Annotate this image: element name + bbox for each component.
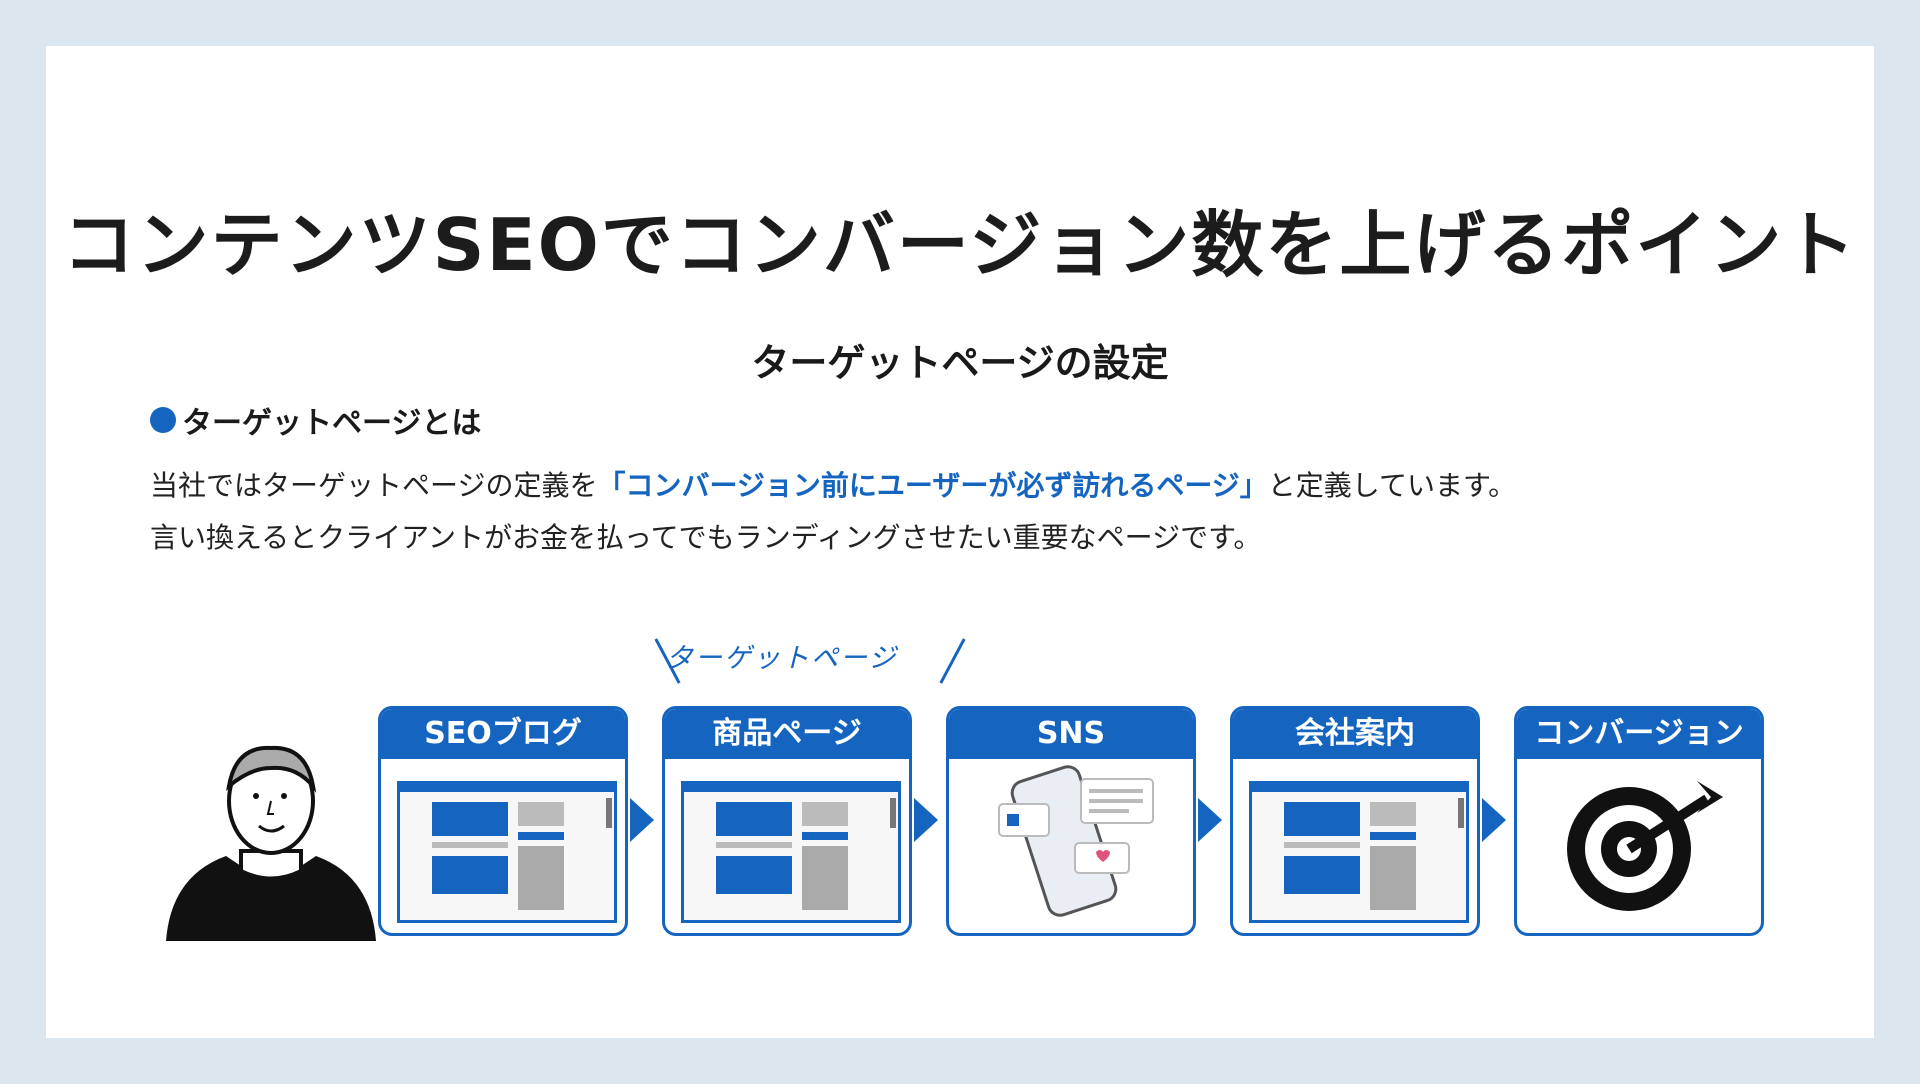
- step-label: SEOブログ: [381, 709, 625, 759]
- definition-line-start: 当社ではターゲットページの定義を: [150, 469, 598, 502]
- smartphone-sns-icon: [998, 765, 1154, 917]
- bullet-dot-icon: [150, 407, 176, 433]
- section-heading-text: ターゲットページとは: [182, 406, 482, 441]
- slide-card: コンテンツSEOでコンバージョン数を上げるポイント ターゲットページの設定 ター…: [46, 46, 1874, 1038]
- explanation-line: 言い換えるとクライアントがお金を払ってでもランディングさせたい重要なページです。: [150, 521, 1262, 554]
- target-arrow-icon: [1567, 781, 1723, 911]
- step-seo-blog: SEOブログ: [378, 706, 628, 936]
- step-label: コンバージョン: [1517, 709, 1761, 759]
- page-title: コンテンツSEOでコンバージョン数を上げるポイント: [62, 203, 1858, 287]
- step-conversion: コンバージョン: [1514, 706, 1764, 936]
- step-label: 会社案内: [1233, 709, 1477, 759]
- step-company-info: 会社案内: [1230, 706, 1480, 936]
- flow-arrow-icon: [1482, 798, 1506, 842]
- flow-arrow-icon: [1198, 798, 1222, 842]
- user-person-icon: [166, 745, 376, 941]
- target-page-label: ターゲットページ: [666, 643, 898, 674]
- browser-icon: [397, 781, 617, 923]
- definition-line: 当社ではターゲットページの定義を「コンバージョン前にユーザーが必ず訪れるページ」…: [150, 464, 1516, 504]
- section-subtitle: ターゲットページの設定: [751, 341, 1169, 385]
- step-product-page: 商品ページ: [662, 706, 912, 936]
- definition-highlight: 「コンバージョン前にユーザーが必ず訪れるページ」: [597, 469, 1268, 502]
- bracket-right-mark: [939, 638, 966, 684]
- section-heading: ターゲットページとは: [150, 398, 481, 442]
- step-sns: SNS: [946, 706, 1196, 936]
- step-label: 商品ページ: [665, 709, 909, 759]
- flow-arrow-icon: [630, 798, 654, 842]
- browser-icon: [1249, 781, 1469, 923]
- definition-line-end: と定義しています。: [1267, 469, 1517, 502]
- flow-arrow-icon: [914, 798, 938, 842]
- step-label: SNS: [949, 709, 1193, 759]
- browser-icon: [681, 781, 901, 923]
